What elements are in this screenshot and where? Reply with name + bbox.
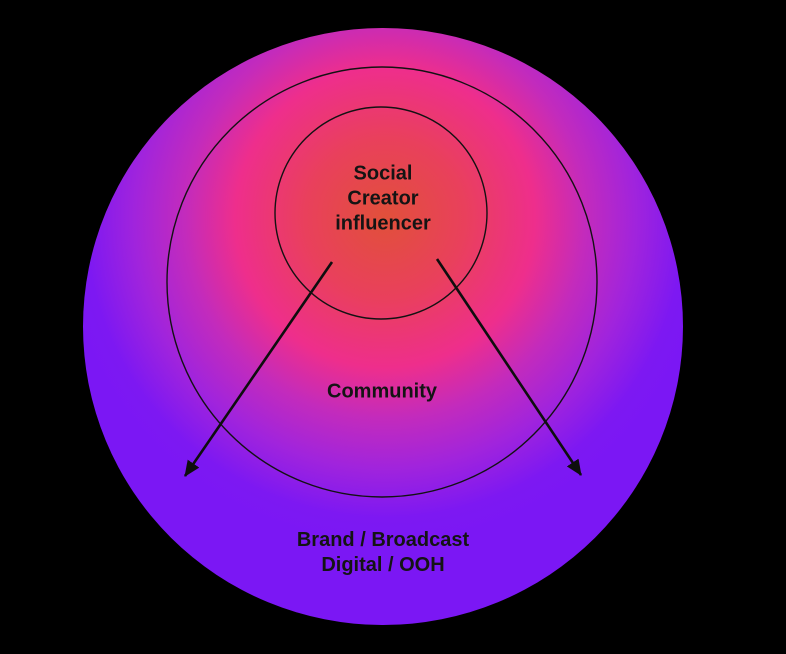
middle-ring-label-text: Community: [327, 380, 437, 403]
inner-ring-label-line2: Creator: [347, 187, 419, 210]
inner-ring-label: Social Creator influencer: [335, 162, 431, 237]
arrow-lower-right: [435, 258, 583, 476]
inner-ring-label-line3: influencer: [335, 212, 431, 235]
outer-ring-label-line1: Brand / Broadcast: [296, 529, 470, 551]
inner-ring-label-line1: Social: [353, 162, 413, 185]
middle-ring-outline: [166, 66, 598, 498]
outer-ring-gradient-disc: [83, 28, 683, 625]
outer-ring-label-line2: Digital / OOH: [321, 554, 445, 576]
inner-ring-outline: [274, 106, 488, 320]
middle-ring-label: Community: [327, 380, 437, 405]
outer-ring-label: Brand / Broadcast Digital / OOH: [297, 528, 469, 578]
arrow-lower-left: [183, 261, 334, 477]
